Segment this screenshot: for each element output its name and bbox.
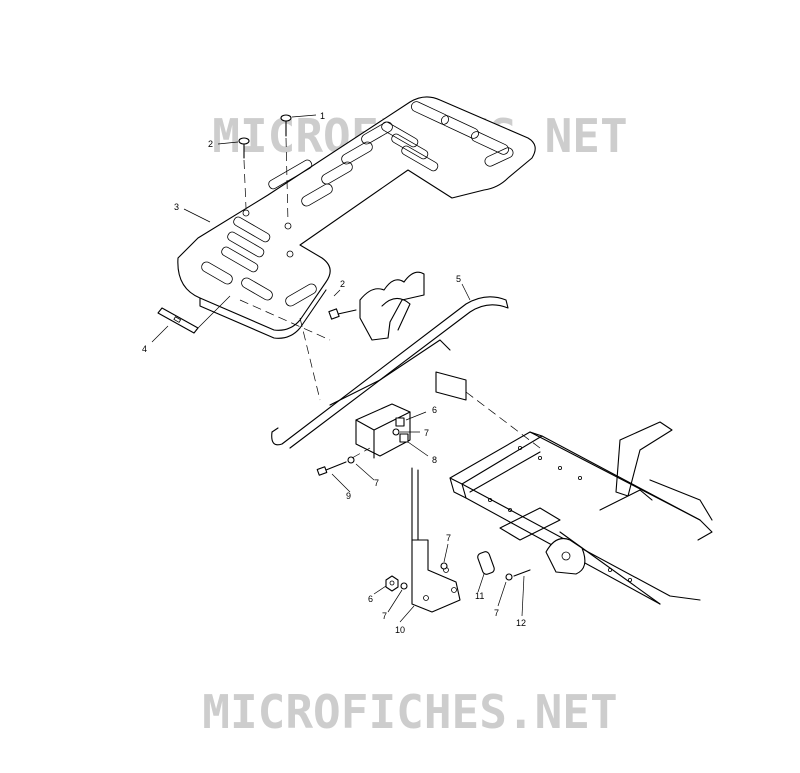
- callout-11: 11: [475, 591, 484, 601]
- reflector: [157, 295, 231, 334]
- callout-7-upper: 7: [424, 428, 429, 438]
- callout-5: 5: [456, 274, 461, 284]
- callout-2-top: 2: [208, 139, 213, 149]
- callout-12: 12: [516, 618, 526, 628]
- bolt-2-side: [328, 308, 357, 320]
- mount-bracket: [239, 299, 541, 459]
- washer-7-lower-left: [400, 582, 408, 590]
- nut-6-lower: [385, 575, 399, 592]
- bolt-2-top: [238, 137, 250, 209]
- bolt-1: [280, 114, 292, 223]
- callout-4: 4: [142, 344, 147, 354]
- bolt-12: [505, 569, 531, 581]
- callout-2-side: 2: [340, 279, 345, 289]
- vehicle-frame: [449, 421, 713, 605]
- spacer-11: [477, 551, 495, 575]
- clip-8: [399, 433, 429, 457]
- bolt-9: [316, 447, 371, 476]
- leader-lines: [151, 114, 525, 623]
- callout-7-mid: 7: [374, 478, 379, 488]
- callout-9: 9: [346, 491, 351, 501]
- callout-1: 1: [320, 111, 325, 121]
- fender-bracket: [359, 271, 425, 341]
- callout-6-lower: 6: [368, 594, 373, 604]
- callout-7-right: 7: [494, 608, 499, 618]
- nut-6-upper: [395, 411, 427, 427]
- callout-8: 8: [432, 455, 437, 465]
- callouts: 1 2 3 4 2 5 6 7 8 7 9 7 6 7 10 11 7 12: [142, 111, 526, 635]
- watermark-bottom-text: MICROFICHES.NET: [202, 685, 617, 739]
- rack-rail: [271, 296, 509, 449]
- callout-7-lower: 7: [382, 611, 387, 621]
- callout-10: 10: [395, 625, 405, 635]
- callout-6-upper: 6: [432, 405, 437, 415]
- lower-brace: [411, 467, 461, 613]
- callout-3: 3: [174, 202, 179, 212]
- callout-7-brace: 7: [446, 533, 451, 543]
- watermark-bottom: MICROFICHES.NET: [202, 685, 617, 739]
- rear-rack: [177, 96, 536, 339]
- washer-7-lower-top: [440, 562, 448, 570]
- washer-7-upper: [392, 428, 420, 436]
